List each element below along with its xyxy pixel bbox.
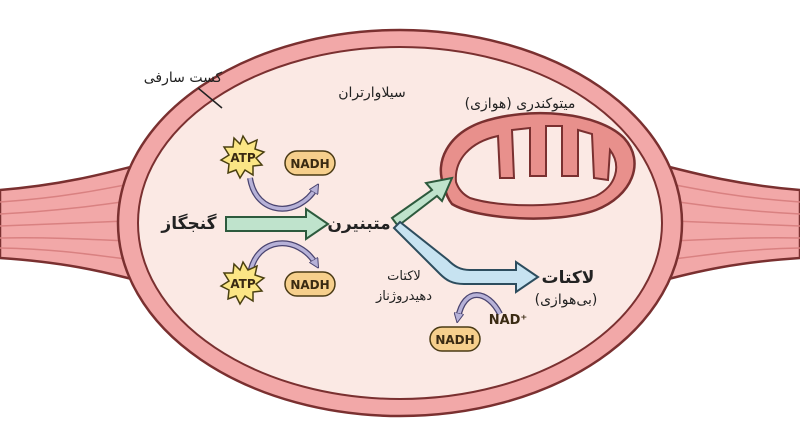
svg-text:NADH: NADH: [435, 333, 474, 347]
svg-text:ATP: ATP: [230, 277, 256, 291]
lactate-label: لاکتات: [542, 268, 595, 288]
aerobic-branch-arrow: [390, 176, 454, 228]
glucose-label: گنجگاز: [160, 213, 216, 234]
sarcolemma-label: کست سارفی: [144, 70, 223, 86]
pyruvate-label: متبنیرن: [327, 214, 390, 234]
nad-plus-label: NAD⁺: [489, 313, 528, 328]
enzyme-label-line2: دهیدروژناز: [375, 289, 432, 304]
svg-text:NADH: NADH: [290, 157, 329, 171]
atp-star-top: ATP: [219, 134, 266, 180]
nadh-chip-top: NADH: [284, 150, 336, 176]
mitochondria-label: میتوکندری (هوازی): [465, 96, 576, 112]
sarcolemma-pointer: [197, 87, 223, 109]
sarcoplasm-label: سیلاوارتران: [338, 85, 406, 101]
atp-star-bottom: ATP: [219, 260, 266, 306]
svg-text:ATP: ATP: [230, 151, 256, 165]
mitochondrion: [439, 111, 636, 220]
svg-text:NADH: NADH: [290, 278, 329, 292]
anaerobic-branch-arrow: [392, 220, 540, 294]
nadh-chip-lactate: NADH: [429, 326, 481, 352]
nadh-chip-bottom: NADH: [284, 271, 336, 297]
glycolysis-arrow: [225, 207, 330, 241]
enzyme-label-line1: لاکتات: [387, 269, 421, 284]
anaerobic-label: (بی‌هوازی): [535, 292, 598, 308]
